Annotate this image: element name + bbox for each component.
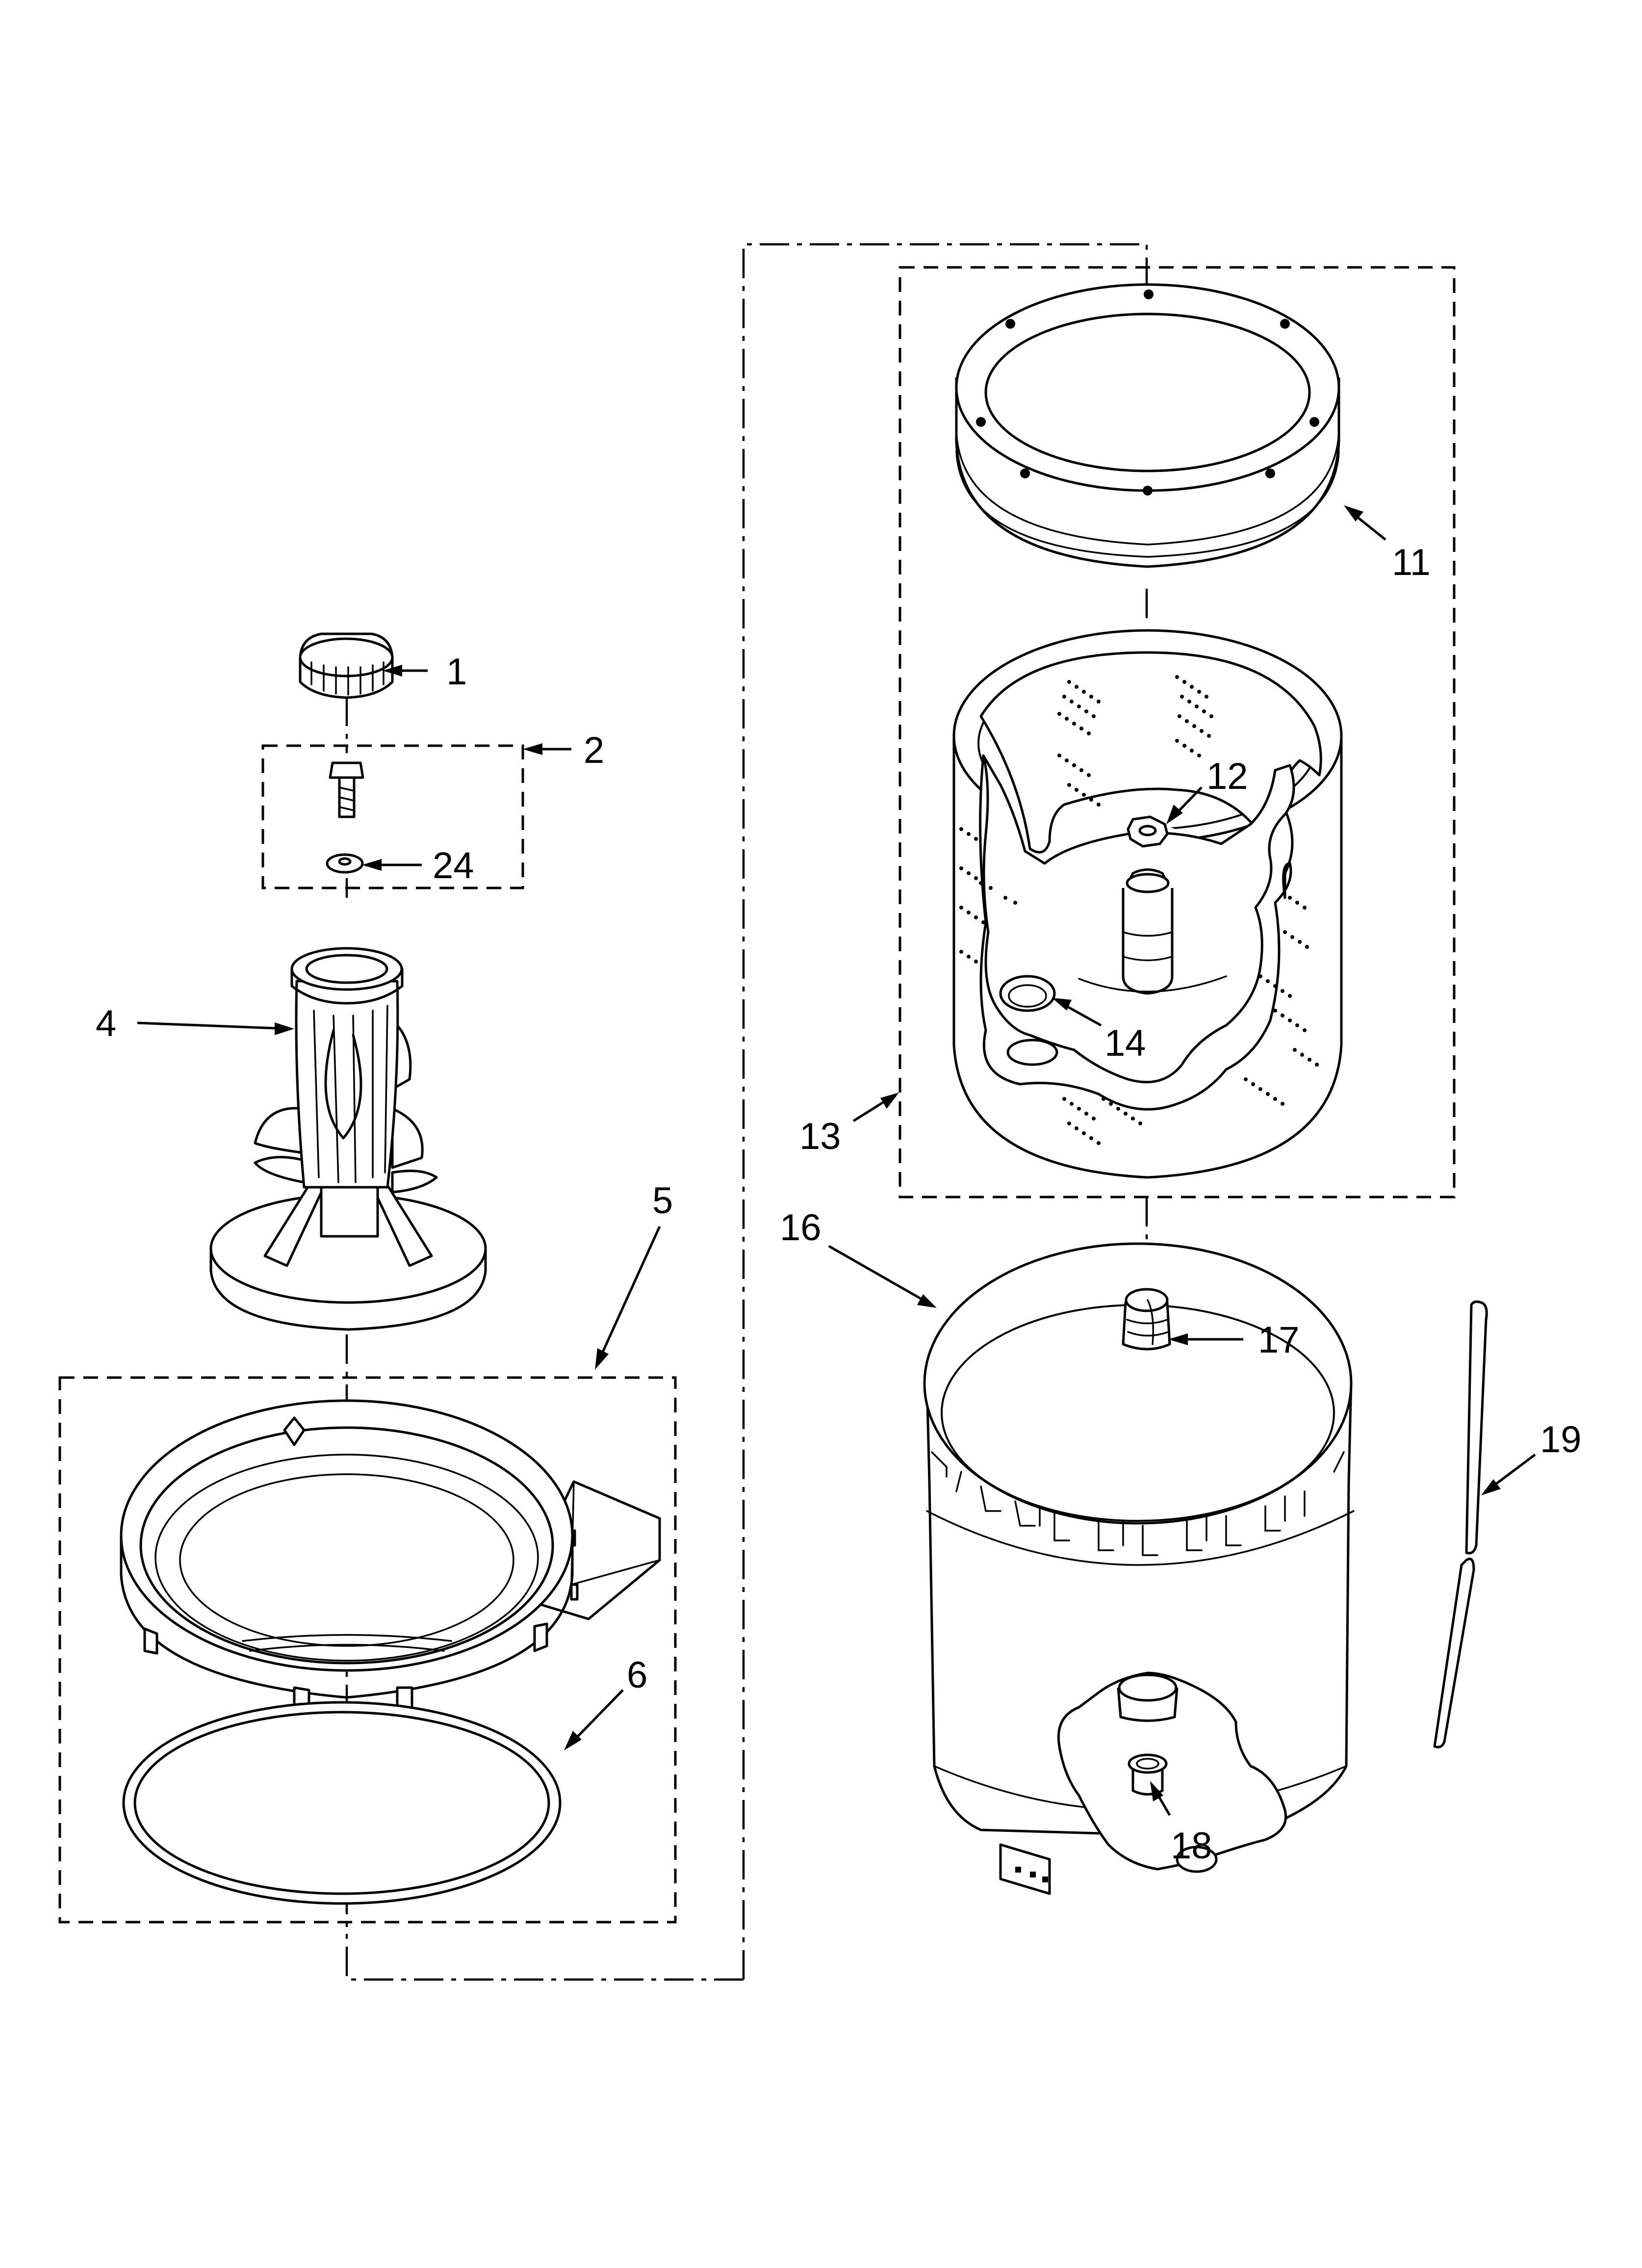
agitator-bolt-part bbox=[329, 761, 364, 818]
callout-label-18: 18 bbox=[1171, 1825, 1212, 1867]
boot-part bbox=[1122, 1288, 1171, 1351]
callout-label-1: 1 bbox=[446, 651, 467, 693]
washer-part bbox=[326, 853, 364, 874]
basket-perforations bbox=[959, 675, 1319, 1145]
callout-label-11: 11 bbox=[1392, 542, 1431, 583]
balance-ring-part bbox=[955, 283, 1340, 568]
callouts: 1 2 24 4 5 6 11 12 13 14 bbox=[96, 505, 1582, 1867]
callout-label-17: 17 bbox=[1258, 1319, 1300, 1361]
agitator-cap-part bbox=[299, 632, 394, 699]
callout-label-16: 16 bbox=[780, 1207, 821, 1249]
wash-basket-part bbox=[952, 629, 1343, 1179]
callout-label-19: 19 bbox=[1540, 1419, 1582, 1460]
callout-label-12: 12 bbox=[1206, 756, 1248, 797]
seal-ring-part bbox=[122, 1701, 562, 1905]
agitator-part bbox=[209, 947, 487, 1331]
callout-label-2: 2 bbox=[584, 730, 604, 771]
hose-part bbox=[1433, 1300, 1488, 1748]
outer-tub-part bbox=[923, 1242, 1355, 1895]
connector-line-bottom bbox=[345, 1928, 744, 1981]
tub-ring-part bbox=[120, 1399, 661, 1723]
callout-label-5: 5 bbox=[652, 1180, 673, 1222]
tub-ring-kit-box bbox=[58, 1376, 677, 1924]
callout-label-24: 24 bbox=[433, 845, 474, 886]
basket-kit-box bbox=[898, 266, 1456, 1199]
callout-label-14: 14 bbox=[1104, 1022, 1146, 1064]
agitator-bolt-kit-box bbox=[261, 744, 524, 889]
callout-label-6: 6 bbox=[627, 1654, 647, 1696]
callout-label-13: 13 bbox=[799, 1116, 841, 1157]
callout-label-4: 4 bbox=[96, 1003, 116, 1044]
